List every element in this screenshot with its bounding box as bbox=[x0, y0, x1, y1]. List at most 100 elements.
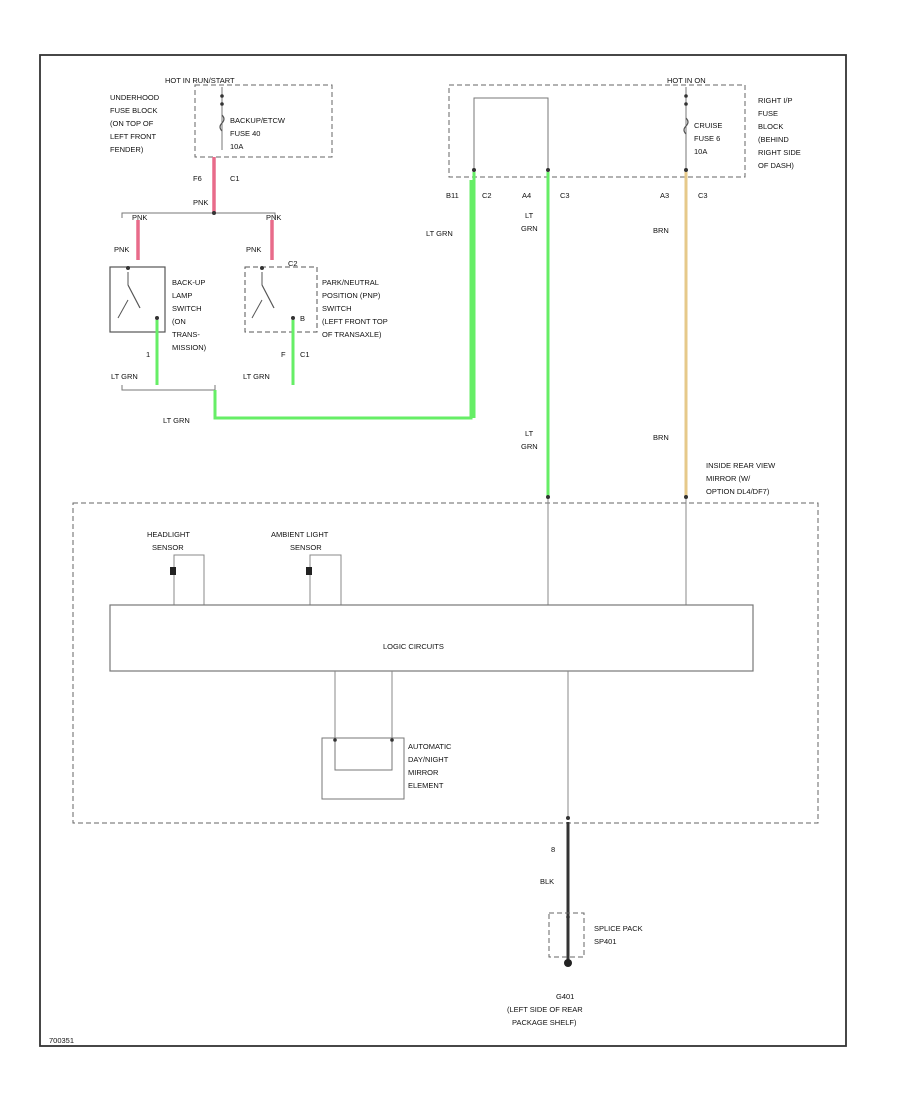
brn-a3-mid-label: BRN bbox=[653, 433, 669, 442]
left-fuse-block-location-1: UNDERHOOD bbox=[110, 93, 160, 102]
left-fuse-label-3: 10A bbox=[230, 142, 243, 151]
mirror-element-label-3: MIRROR bbox=[408, 768, 439, 777]
pnp-switch-pin-b: B bbox=[300, 314, 305, 323]
backup-switch-label-6: MISSION) bbox=[172, 343, 207, 352]
ambient-sensor-icon bbox=[306, 567, 312, 575]
ambient-sensor-label-2: SENSOR bbox=[290, 543, 322, 552]
diagram-frame bbox=[39, 54, 847, 1047]
right-fuse-label-1: CRUISE bbox=[694, 121, 722, 130]
pnk-splice-node-icon bbox=[212, 211, 216, 215]
left-fuse-label-2: FUSE 40 bbox=[230, 129, 260, 138]
ground-pin-label: 8 bbox=[551, 845, 555, 854]
headlight-sensor-icon bbox=[170, 567, 176, 575]
ground-icon bbox=[564, 959, 572, 967]
left-fuse-label-1: BACKUP/ETCW bbox=[230, 116, 286, 125]
backup-switch-box bbox=[109, 266, 166, 333]
mirror-ground-terminal-icon bbox=[566, 816, 570, 820]
ground-label-2: (LEFT SIDE OF REAR bbox=[507, 1005, 583, 1014]
right-fuse-terminal-icon bbox=[684, 168, 688, 172]
pnp-switch: C2 B PARK/NEUTRAL POSITION (PNP) SWITCH … bbox=[243, 259, 388, 381]
pnp-switch-lead bbox=[251, 299, 263, 319]
logic-circuits-box bbox=[109, 604, 754, 672]
mirror-element-leads bbox=[334, 671, 393, 740]
lt-grn-splice-bracket bbox=[121, 385, 216, 391]
backup-switch-label-3: SWITCH bbox=[172, 304, 202, 313]
right-fuse-location-5: RIGHT SIDE bbox=[758, 148, 801, 157]
pnp-switch-label-2: POSITION (PNP) bbox=[322, 291, 381, 300]
backup-switch-blade-icon bbox=[127, 284, 141, 309]
left-fuse-block-location-3: (ON TOP OF bbox=[110, 119, 154, 128]
left-fuse-block-location-2: FUSE BLOCK bbox=[110, 106, 158, 115]
right-fuse-location-1: RIGHT I/P bbox=[758, 96, 792, 105]
pnp-switch-label-3: SWITCH bbox=[322, 304, 352, 313]
mirror-terminal-icon bbox=[684, 495, 688, 499]
pnk-splice-mark: PNK bbox=[266, 213, 281, 222]
backup-switch-label-1: BACK-UP bbox=[172, 278, 205, 287]
left-fuse-node-icon bbox=[220, 102, 224, 106]
right-fuse-pin-1: B11 bbox=[446, 191, 459, 200]
mirror-element-symbol-icon bbox=[334, 740, 393, 771]
mirror-element-label-2: DAY/NIGHT bbox=[408, 755, 449, 764]
splice-pack-label-2: SP401 bbox=[594, 937, 617, 946]
backup-switch-node-icon bbox=[126, 266, 130, 270]
right-fuse-terminal-icon bbox=[472, 168, 476, 172]
left-fuse-connector: C1 bbox=[230, 174, 240, 183]
headlight-sensor-label-2: SENSOR bbox=[152, 543, 184, 552]
ground-label-1: G401 bbox=[556, 992, 574, 1001]
backup-switch-label-4: (ON bbox=[172, 317, 186, 326]
right-fuse-pin-2: A4 bbox=[522, 191, 531, 200]
mirror-element-node-icon bbox=[333, 738, 337, 742]
mirror-label-2: MIRROR (W/ bbox=[706, 474, 751, 483]
pnk-splice-mark: PNK bbox=[132, 213, 147, 222]
right-fuse-pin-3: A3 bbox=[660, 191, 669, 200]
right-fuse-conn-1: C2 bbox=[482, 191, 492, 200]
left-fuse-wire-color: PNK bbox=[193, 198, 208, 207]
pnk-splice-bracket bbox=[121, 212, 276, 218]
ground-label-3: PACKAGE SHELF) bbox=[512, 1018, 577, 1027]
backup-wire-in-label: PNK bbox=[114, 245, 129, 254]
pnp-switch-conn-bottom: C1 bbox=[300, 350, 310, 359]
lt-grn-splice-label: LT GRN bbox=[163, 416, 190, 425]
backup-switch-pin: 1 bbox=[146, 350, 150, 359]
lt-grn-a4-top-2: GRN bbox=[521, 224, 538, 233]
mirror-element-box bbox=[321, 737, 405, 800]
pnp-wire-in-label: PNK bbox=[246, 245, 261, 254]
pnp-switch-wire-out: LT GRN bbox=[243, 372, 270, 381]
right-fuse-block: HOT IN ON CRUISE FUSE 6 10A RIGHT I/P FU… bbox=[446, 76, 801, 200]
left-fuse-node-icon bbox=[220, 94, 224, 98]
lt-grn-b11-label: LT GRN bbox=[426, 229, 453, 238]
backup-switch-node-icon bbox=[155, 316, 159, 320]
pnp-switch-label-4: (LEFT FRONT TOP bbox=[322, 317, 388, 326]
backup-lamp-switch: BACK-UP LAMP SWITCH (ON TRANS- MISSION) … bbox=[109, 266, 207, 381]
right-fuse-location-3: BLOCK bbox=[758, 122, 783, 131]
right-fuse-block-header: HOT IN ON bbox=[667, 76, 706, 85]
left-fuse-block-location-4: LEFT FRONT bbox=[110, 132, 157, 141]
mirror-label-3: OPTION DL4/DF7) bbox=[706, 487, 770, 496]
lt-grn-a4-top-1: LT bbox=[525, 211, 534, 220]
pnp-switch-conn-top: C2 bbox=[288, 259, 298, 268]
right-fuse-block-outline bbox=[448, 84, 746, 178]
splice-pack-node-icon bbox=[566, 915, 570, 919]
pnp-switch-label-1: PARK/NEUTRAL bbox=[322, 278, 379, 287]
mirror-terminal-icon bbox=[546, 495, 550, 499]
backup-switch-wire-out: LT GRN bbox=[111, 372, 138, 381]
pnp-switch-pin-f: F bbox=[281, 350, 286, 359]
mirror-label-1: INSIDE REAR VIEW bbox=[706, 461, 776, 470]
mirror-element-label-1: AUTOMATIC bbox=[408, 742, 452, 751]
right-fuse-node-icon bbox=[684, 94, 688, 98]
ground-wire-label: BLK bbox=[540, 877, 554, 886]
inside-rearview-mirror: INSIDE REAR VIEW MIRROR (W/ OPTION DL4/D… bbox=[72, 461, 819, 824]
lt-grn-a4-mid-1: LT bbox=[525, 429, 534, 438]
logic-circuits-label: LOGIC CIRCUITS bbox=[383, 642, 444, 651]
mirror-element-node-icon bbox=[390, 738, 394, 742]
backup-switch-label-5: TRANS- bbox=[172, 330, 200, 339]
mirror-element-label-4: ELEMENT bbox=[408, 781, 444, 790]
left-fuse-pin: F6 bbox=[193, 174, 202, 183]
right-fuse-conn-2: C3 bbox=[560, 191, 570, 200]
right-fuse-location-2: FUSE bbox=[758, 109, 778, 118]
backup-switch-label-2: LAMP bbox=[172, 291, 192, 300]
headlight-sensor-leads bbox=[173, 554, 205, 605]
pnk-splice: PNK PNK PNK PNK bbox=[114, 211, 281, 260]
left-fuse-block-outline bbox=[194, 84, 333, 158]
